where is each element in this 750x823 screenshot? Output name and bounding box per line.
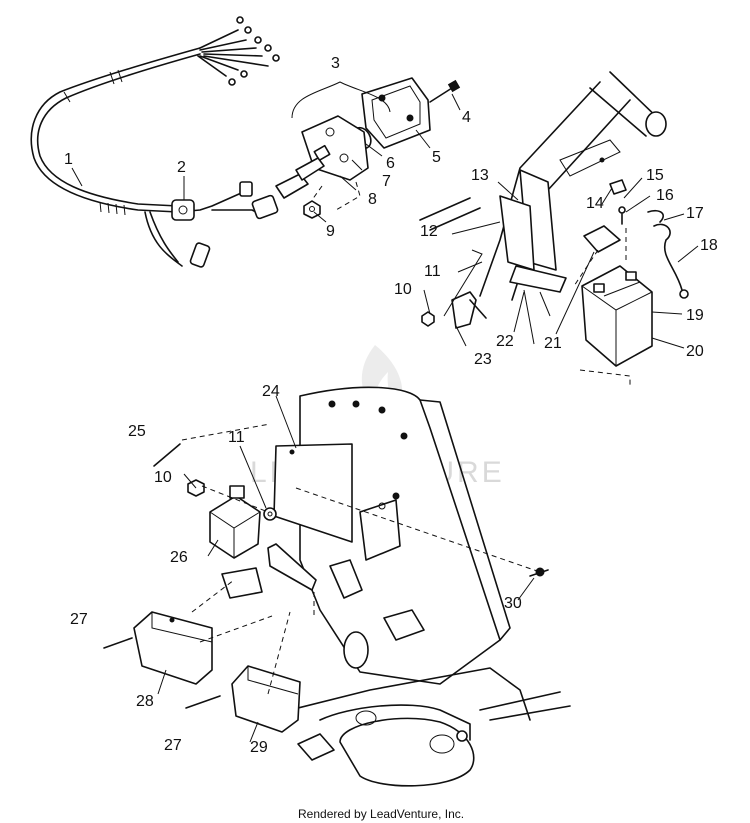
callout-15: 15 (646, 167, 664, 184)
callout-11-upper: 11 (424, 263, 441, 280)
battery-vent-parts (609, 179, 627, 225)
wiring-connector (171, 199, 195, 221)
callout-16: 16 (656, 187, 674, 204)
credit-line: Rendered by LeadVenture, Inc. (298, 807, 464, 821)
callout-24: 24 (262, 383, 280, 400)
callout-27-left: 27 (70, 611, 88, 628)
callout-4: 4 (462, 109, 471, 126)
callout-25: 25 (128, 423, 146, 440)
callout-9: 9 (326, 223, 335, 240)
tail-light-lens-housing (361, 77, 431, 149)
tool-box-left (133, 611, 213, 685)
battery-pad (583, 225, 621, 253)
callout-20: 20 (686, 343, 704, 360)
callout-labels: 1 2 3 4 5 6 7 8 9 10 11 12 13 14 15 16 1… (64, 55, 718, 756)
callout-6: 6 (386, 155, 395, 172)
battery-cable (647, 209, 689, 299)
battery (581, 265, 653, 367)
callout-18: 18 (700, 237, 718, 254)
callout-3: 3 (331, 55, 340, 72)
callout-13: 13 (471, 167, 489, 184)
callout-29: 29 (250, 739, 268, 756)
wiring-harness (30, 16, 280, 268)
callout-17: 17 (686, 205, 704, 222)
cdi-box (209, 485, 261, 559)
cdi-bracket-plate (273, 443, 353, 543)
callout-27-bottom: 27 (164, 737, 182, 754)
battery-strap-bracket (421, 249, 487, 329)
callout-14: 14 (586, 195, 604, 212)
cdi-washer (263, 507, 277, 521)
callout-10-lower: 10 (154, 469, 172, 486)
callout-30: 30 (504, 595, 522, 612)
callout-22: 22 (496, 333, 514, 350)
callout-21: 21 (544, 335, 562, 352)
tail-light-socket (275, 157, 325, 199)
callout-1: 1 (64, 151, 73, 168)
callout-8: 8 (368, 191, 377, 208)
callout-10-upper: 10 (394, 281, 412, 298)
callout-2: 2 (177, 159, 186, 176)
callout-28: 28 (136, 693, 154, 710)
callout-11-lower: 11 (228, 429, 245, 446)
leader-lines (71, 93, 699, 743)
lower-bracket-small (221, 567, 263, 599)
callout-26: 26 (170, 549, 188, 566)
coil-bracket (267, 499, 401, 599)
lower-frame (249, 667, 571, 787)
callout-19: 19 (686, 307, 704, 324)
callout-23: 23 (474, 351, 492, 368)
tail-light-screw (429, 79, 461, 103)
callout-5: 5 (432, 149, 441, 166)
upper-frame (419, 71, 667, 345)
callout-12: 12 (420, 223, 438, 240)
callout-7: 7 (382, 173, 391, 190)
tool-box-right (231, 665, 301, 733)
